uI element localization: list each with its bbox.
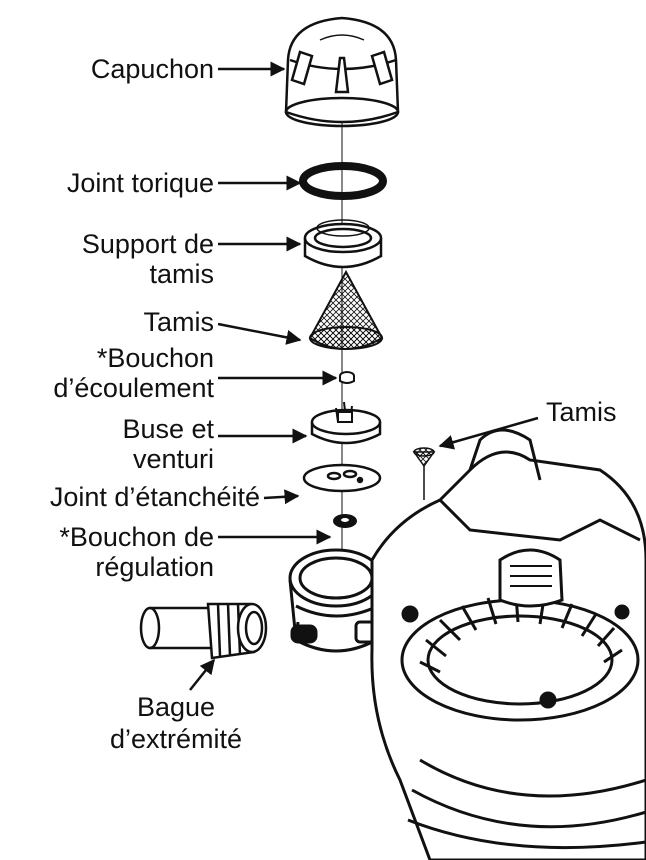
injector-housing (288, 548, 384, 653)
arrow-tamis-right (438, 416, 539, 450)
label-bouchon-ecoulement-line1: *Bouchon (96, 343, 214, 373)
label-support-de-tamis-line1: Support de (81, 229, 214, 259)
leader-arrows (189, 61, 539, 691)
cap-part (284, 16, 400, 128)
label-buse-venturi-line2: venturi (132, 444, 214, 474)
small-screen-part (412, 447, 436, 500)
end-nut-part (206, 602, 268, 660)
label-tamis-left: Tamis (143, 307, 214, 337)
label-bague-line1: Bague (136, 692, 216, 722)
gasket-part (302, 463, 382, 493)
label-bague-line2: d’extrémité (109, 724, 243, 754)
flow-plug-part (333, 514, 357, 528)
label-bouchon-regulation-line1: *Bouchon de (59, 522, 214, 552)
label-joint-etancheite: Joint d’étanchéité (49, 482, 260, 512)
label-bouchon-ecoulement-line2: d’écoulement (53, 373, 214, 403)
label-buse-venturi-line1: Buse et (122, 414, 214, 444)
drain-plug-part (339, 371, 355, 384)
nozzle-venturi-part (310, 401, 382, 445)
label-capuchon: Capuchon (90, 54, 214, 84)
arrow-tamis-left (217, 322, 302, 345)
label-support-de-tamis-line2: tamis (149, 259, 214, 289)
arrow-joint-etancheite (263, 489, 300, 505)
arrow-bague (189, 658, 215, 691)
cone-screen-part (308, 269, 384, 350)
screen-support-part (303, 219, 383, 269)
pipe (139, 606, 216, 650)
o-ring-part (299, 162, 387, 200)
label-tamis-right: Tamis (546, 397, 617, 427)
label-joint-torique: Joint torique (66, 168, 214, 198)
valve-body (370, 428, 646, 860)
label-bouchon-regulation-line2: régulation (95, 552, 214, 582)
